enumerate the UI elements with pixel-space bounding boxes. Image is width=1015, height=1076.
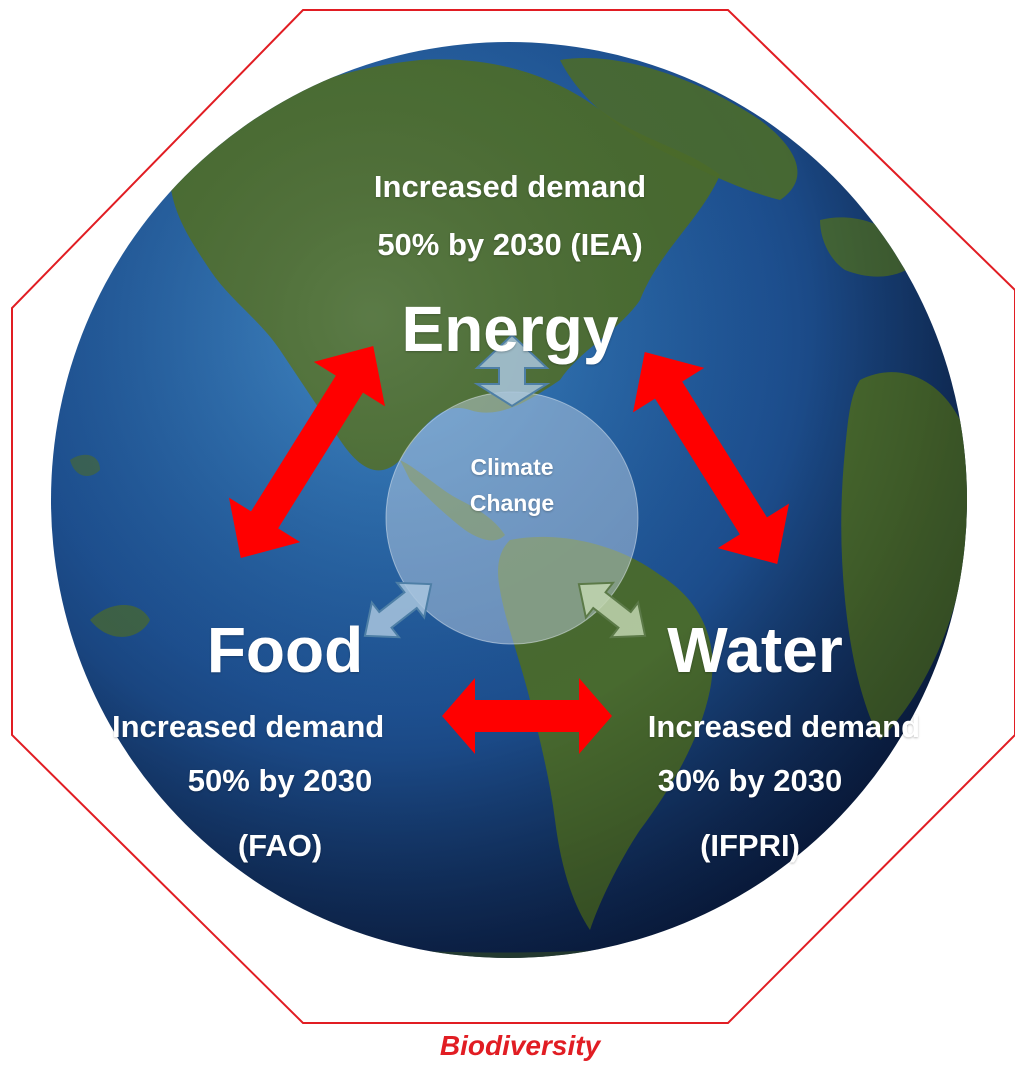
water-source: (IFPRI) [700, 828, 800, 863]
climate-line2: Change [469, 490, 555, 516]
biodiversity-octagon [11, 9, 1015, 1024]
food-water-arrow [442, 678, 612, 754]
food-demand-line2: 50% by 2030 [187, 763, 373, 798]
energy-demand-line1: Increased demand [373, 169, 647, 204]
energy-food-arrow [228, 345, 386, 559]
food-demand-line1: Increased demand [112, 709, 385, 744]
climate-food-arrow [363, 581, 433, 639]
energy-demand-line2: 50% by 2030 (IEA) [377, 227, 643, 262]
energy-water-arrow [632, 351, 790, 565]
food-title: Food [206, 614, 364, 686]
water-demand-line2: 30% by 2030 [657, 763, 843, 798]
biodiversity-label: Biodiversity [439, 1030, 601, 1061]
water-title: Water [667, 614, 843, 686]
climate-water-arrow [577, 581, 647, 639]
energy-title: Energy [401, 293, 619, 365]
climate-energy-arrow [473, 333, 551, 408]
climate-line1: Climate [470, 454, 554, 480]
water-demand-line1: Increased demand [647, 709, 920, 744]
food-source: (FAO) [237, 828, 323, 863]
